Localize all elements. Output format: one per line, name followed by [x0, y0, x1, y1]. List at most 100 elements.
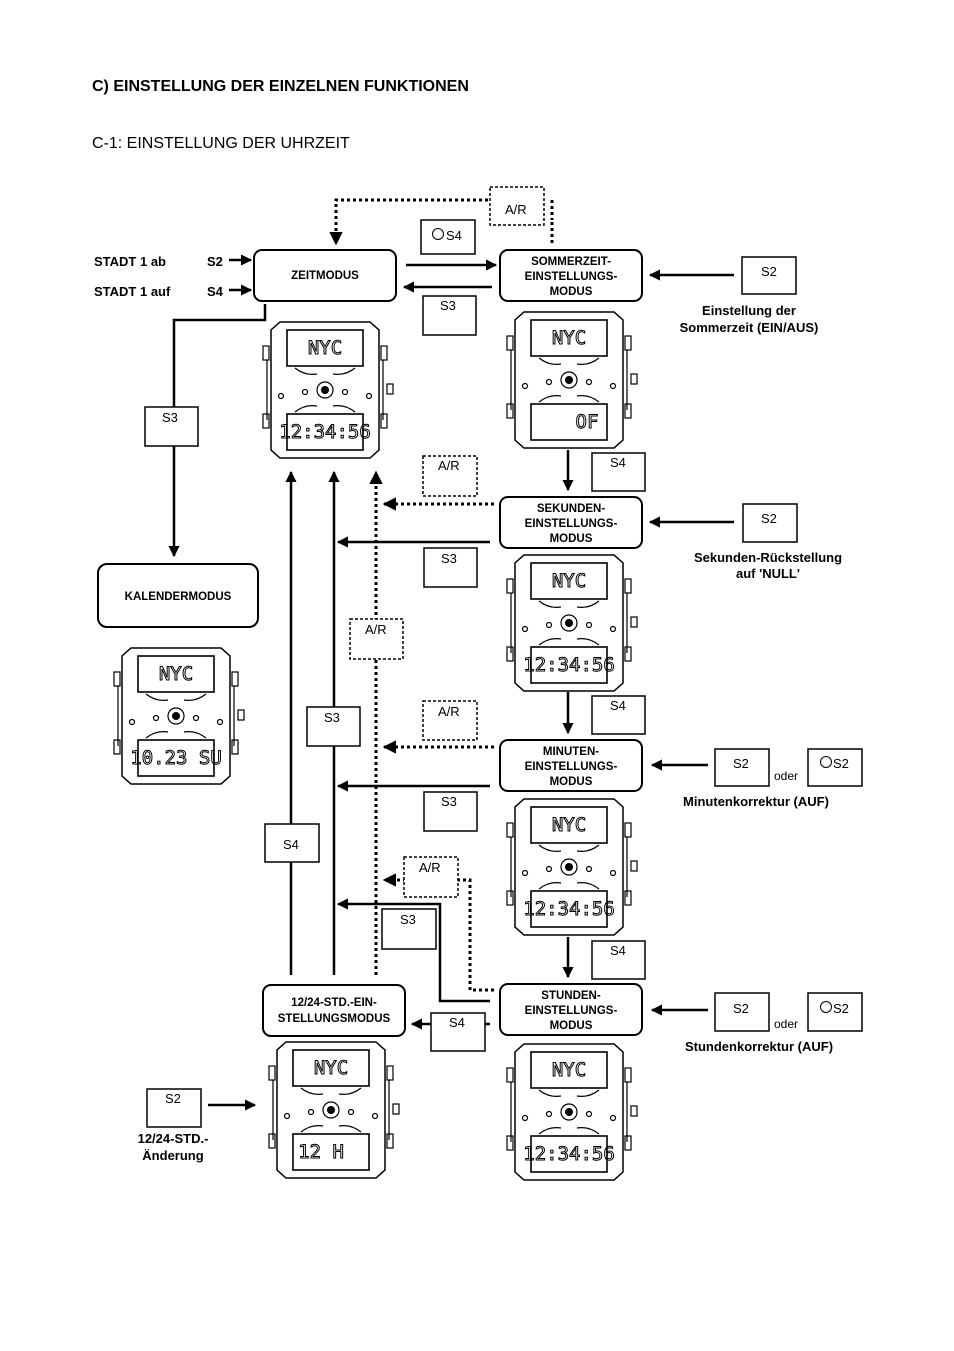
svg-text:12:34:56: 12:34:56	[523, 898, 615, 920]
svg-text:12:34:56: 12:34:56	[279, 421, 371, 443]
sekunden-description: Sekunden-Rückstellung	[694, 550, 842, 565]
stadt-auf-label: STADT 1 auf	[94, 284, 171, 299]
svg-text:S4: S4	[283, 837, 299, 852]
s2-circle-box-stunden: S2	[807, 992, 863, 1032]
svg-text:OF: OF	[576, 411, 599, 433]
svg-text:SEKUNDEN-: SEKUNDEN-	[537, 503, 606, 515]
svg-text:12:34:56: 12:34:56	[523, 1143, 615, 1165]
std1224-mode-box: 12/24-STD.-EIN- STELLUNGSMODUS	[262, 984, 406, 1037]
watch-minuten: NYC 12:34:56	[506, 798, 638, 936]
svg-text:S2: S2	[165, 1091, 181, 1106]
zeitmodus-label: ZEITMODUS	[291, 270, 359, 282]
svg-text:10.23 SU: 10.23 SU	[130, 747, 222, 769]
watch-kalender: NYC 10.23 SU	[113, 647, 245, 785]
svg-text:A/R: A/R	[438, 458, 460, 473]
s4-box-minuten-down: S4	[591, 940, 646, 980]
s4-box-stunden-left: S4	[430, 1012, 486, 1052]
svg-text:NYC: NYC	[159, 663, 193, 685]
s2-box-stunden: S2	[714, 992, 770, 1032]
s3-box-sekunden: S3	[423, 547, 478, 588]
svg-text:STUNDEN-: STUNDEN-	[541, 990, 601, 1002]
svg-text:NYC: NYC	[314, 1057, 348, 1079]
watch-stunden: NYC 12:34:56	[506, 1043, 638, 1181]
svg-text:STELLUNGSMODUS: STELLUNGSMODUS	[278, 1013, 391, 1025]
zeitmodus-box: ZEITMODUS	[253, 249, 397, 302]
svg-text:NYC: NYC	[552, 570, 586, 592]
svg-text:EINSTELLUNGS-: EINSTELLUNGS-	[525, 761, 618, 773]
svg-text:EINSTELLUNGS-: EINSTELLUNGS-	[525, 271, 618, 283]
minuten-mode-box: MINUTEN- EINSTELLUNGS- MODUS	[499, 739, 643, 792]
kalendermodus-box: KALENDERMODUS	[97, 563, 259, 628]
s3-box-minuten: S3	[423, 791, 478, 832]
svg-text:12 H: 12 H	[298, 1141, 344, 1163]
s4-circle-box-top: S4	[420, 219, 476, 255]
svg-text:S3: S3	[440, 298, 456, 313]
s2-box-minuten: S2	[714, 748, 770, 787]
sommer-description: Einstellung der	[702, 303, 796, 318]
s2-circle-box-minuten: S2	[807, 748, 863, 787]
s4-box-sekunden-down: S4	[591, 695, 646, 735]
svg-text:S2: S2	[733, 1001, 749, 1016]
ar-box-top: A/R	[489, 186, 545, 226]
svg-text:MODUS: MODUS	[550, 1020, 593, 1032]
s4-box-vertical: S4	[264, 823, 320, 863]
std-change-description: 12/24-STD.-	[138, 1131, 209, 1146]
s3-box-stunden: S3	[381, 908, 437, 950]
svg-text:NYC: NYC	[552, 327, 586, 349]
svg-text:A/R: A/R	[438, 704, 460, 719]
svg-text:MODUS: MODUS	[550, 776, 593, 788]
svg-text:NYC: NYC	[308, 337, 342, 359]
svg-text:S3: S3	[441, 794, 457, 809]
svg-text:S4: S4	[449, 1015, 465, 1030]
svg-text:A/R: A/R	[365, 622, 387, 637]
svg-text:NYC: NYC	[552, 1059, 586, 1081]
watch-zeitmodus: NYC 12:34:56	[262, 321, 394, 459]
svg-text:S4: S4	[610, 455, 626, 470]
ar-box-vertical: A/R	[349, 618, 404, 660]
svg-text:SOMMERZEIT-: SOMMERZEIT-	[531, 256, 611, 268]
svg-text:12:34:56: 12:34:56	[523, 654, 615, 676]
svg-text:MODUS: MODUS	[550, 533, 593, 545]
stunden-description: Stundenkorrektur (AUF)	[685, 1039, 833, 1054]
svg-text:S2: S2	[833, 1001, 849, 1016]
svg-text:Sommerzeit (EIN/AUS): Sommerzeit (EIN/AUS)	[680, 320, 819, 335]
s2-box-sommer: S2	[741, 256, 797, 295]
s3-box-kalender: S3	[144, 406, 199, 447]
svg-text:NYC: NYC	[552, 814, 586, 836]
svg-text:S3: S3	[162, 410, 178, 425]
svg-text:S4: S4	[446, 228, 462, 243]
watch-sekunden: NYC 12:34:56	[506, 554, 638, 692]
svg-text:MODUS: MODUS	[550, 286, 593, 298]
svg-text:EINSTELLUNGS-: EINSTELLUNGS-	[525, 1005, 618, 1017]
stadt-auf-button: S4	[207, 284, 224, 299]
svg-text:S3: S3	[441, 551, 457, 566]
stunden-mode-box: STUNDEN- EINSTELLUNGS- MODUS	[499, 983, 643, 1036]
stadt-ab-label: STADT 1 ab	[94, 254, 166, 269]
ar-box-minuten: A/R	[422, 700, 478, 741]
oder-stunden: oder	[774, 1017, 798, 1031]
oder-minuten: oder	[774, 769, 798, 783]
svg-text:S4: S4	[610, 698, 626, 713]
svg-text:EINSTELLUNGS-: EINSTELLUNGS-	[525, 518, 618, 530]
minuten-description: Minutenkorrektur (AUF)	[683, 794, 829, 809]
s4-box-sommer-down: S4	[591, 452, 646, 492]
watch-sommerzeit: NYC OF	[506, 311, 638, 449]
svg-text:S2: S2	[761, 511, 777, 526]
svg-text:KALENDERMODUS: KALENDERMODUS	[125, 591, 232, 603]
watch-std1224: NYC 12 H	[268, 1041, 400, 1179]
svg-text:S2: S2	[761, 264, 777, 279]
svg-text:S4: S4	[610, 943, 626, 958]
svg-text:S2: S2	[733, 756, 749, 771]
ar-box-stunden: A/R	[403, 856, 459, 898]
subsection-heading: C-1: EINSTELLUNG DER UHRZEIT	[92, 135, 350, 152]
stadt-ab-button: S2	[207, 254, 223, 269]
svg-text:S3: S3	[324, 710, 340, 725]
svg-text:MINUTEN-: MINUTEN-	[543, 746, 599, 758]
s2-box-std: S2	[146, 1088, 202, 1128]
s2-box-sekunden: S2	[742, 503, 798, 543]
svg-text:A/R: A/R	[505, 202, 527, 217]
svg-text:12/24-STD.-EIN-: 12/24-STD.-EIN-	[291, 997, 377, 1009]
svg-text:auf 'NULL': auf 'NULL'	[736, 566, 800, 581]
svg-text:S2: S2	[833, 756, 849, 771]
